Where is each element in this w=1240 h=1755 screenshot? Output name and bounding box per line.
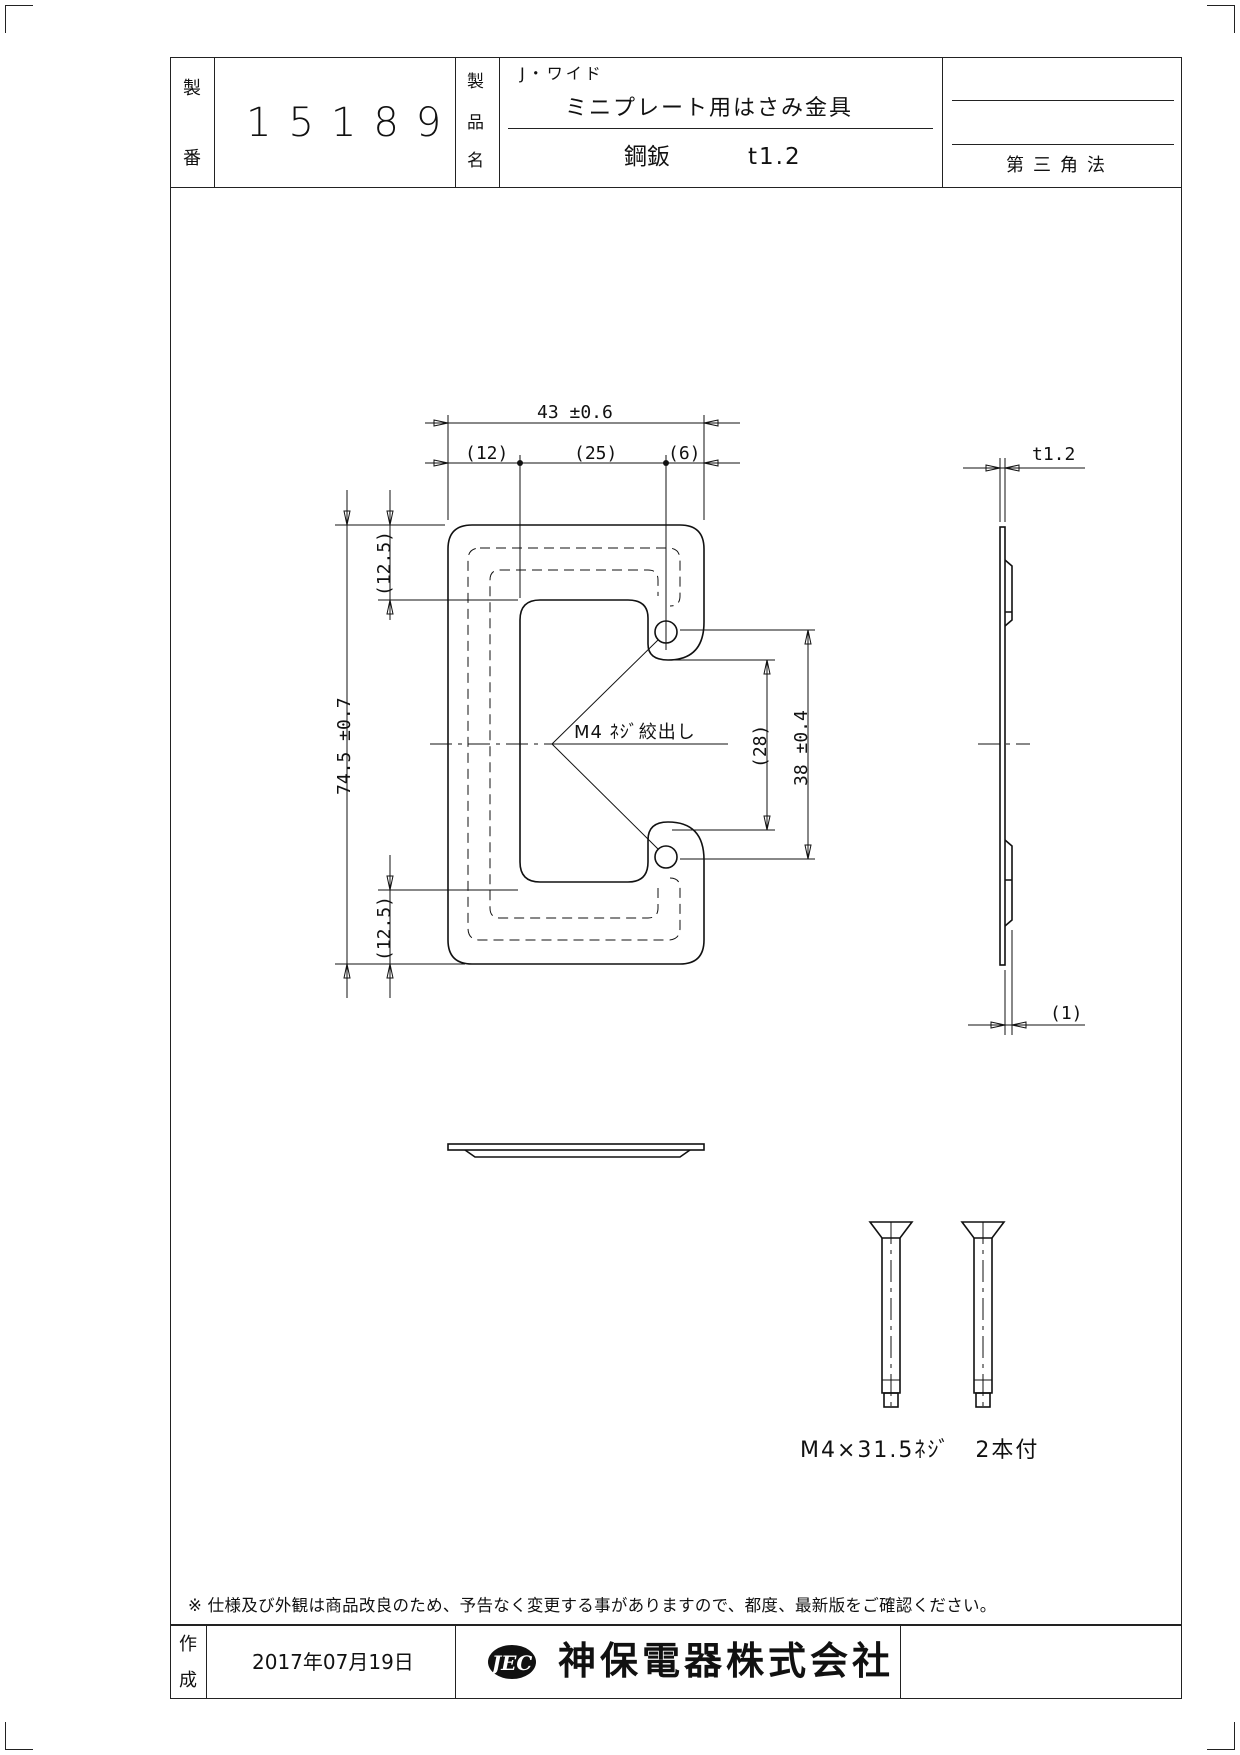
dim-offset-top-arrow-b <box>386 599 394 615</box>
made-label-2: 成 <box>179 1670 197 1691</box>
dim-seg-dot-1 <box>517 460 523 466</box>
bottom-view-emboss <box>464 1149 691 1158</box>
footer-divider-3 <box>900 1624 901 1699</box>
dim-height-arrow-t <box>343 510 351 526</box>
dim-side-1-arrow-l <box>990 1021 1006 1029</box>
leader-to-upper-hole <box>551 639 659 745</box>
seiban-label-bottom: 番 <box>183 148 201 169</box>
dim-height-arrow-b <box>343 963 351 979</box>
dim-side-offset: (1) <box>1050 1003 1083 1024</box>
dim-seg-left: (12) <box>465 443 509 464</box>
thickness: t1.2 <box>748 144 802 170</box>
dim-pitch-arrow-t <box>804 629 812 645</box>
crop-mark-br-v <box>1234 1722 1235 1750</box>
crop-mark-br-h <box>1207 1749 1235 1750</box>
title-divider-2 <box>455 57 456 188</box>
leader-to-lower-hole <box>551 743 659 850</box>
crop-mark-tl-h <box>5 5 33 6</box>
company-logo: JEC <box>488 1645 536 1679</box>
bend-line-inner <box>489 569 659 919</box>
dim-seg-arrow-l <box>433 459 449 467</box>
crop-mark-bl-v <box>5 1722 6 1750</box>
part-number: 15189 <box>246 100 459 146</box>
screw-caption: M4×31.5ﾈｼﾞ 2本付 <box>800 1438 1040 1463</box>
dim-side-1-arrow-r <box>1011 1021 1027 1029</box>
footer-top-border <box>170 1624 1182 1626</box>
dim-side-t-arrow-l <box>985 464 1001 472</box>
dim-offset-bot-arrow-t <box>386 875 394 891</box>
dim-side-thickness: t1.2 <box>1032 444 1076 465</box>
dim-hole-pitch: 38 ±0.4 <box>791 710 812 786</box>
dim-top-offset: (12.5) <box>374 530 395 596</box>
screw-2 <box>960 1221 1006 1410</box>
dim-bottom-offset: (12.5) <box>374 895 395 961</box>
company-name: 神保電器株式会社 <box>558 1639 895 1683</box>
svg-text:JEC: JEC <box>488 1651 533 1675</box>
dim-side-t-arrow-r <box>1004 464 1020 472</box>
dim-offset-bot-arrow-b <box>386 963 394 979</box>
seiban-label-top: 製 <box>183 78 201 99</box>
dim-seg-arrow-r <box>703 459 719 467</box>
dim-offset-top-arrow-t <box>386 510 394 526</box>
title-block <box>170 57 1182 188</box>
drawing-frame <box>170 57 1182 1699</box>
title-divider-3 <box>499 57 500 188</box>
material: 鋼鈑 <box>624 144 670 170</box>
dim-hole-pitch-ref: (28) <box>750 724 771 768</box>
footer-divider-2 <box>455 1624 456 1699</box>
title-divider-4 <box>942 57 943 188</box>
dim-seg-mid: (25) <box>574 443 618 464</box>
dim-width-arrow-r <box>703 419 719 427</box>
dim-seg-right: (6) <box>668 443 701 464</box>
plate-outer-profile <box>447 524 705 965</box>
crop-mark-tr-v <box>1234 5 1235 33</box>
disclaimer: ※ 仕様及び外観は商品改良のため、予告なく変更する事がありますので、都度、最新版… <box>188 1596 997 1615</box>
title-divider-1 <box>214 57 215 188</box>
revision-line-2 <box>952 144 1174 145</box>
product-name: ミニプレート用はさみ金具 <box>565 96 854 121</box>
footer-divider-1 <box>206 1624 207 1699</box>
bend-line-outer <box>467 547 681 941</box>
dim-ref-arrow-t <box>763 659 771 675</box>
side-view-plate <box>999 526 1006 966</box>
dim-pitch-arrow-b <box>804 844 812 860</box>
side-view-emboss <box>1004 559 1013 927</box>
creation-date: 2017年07月19日 <box>252 1650 414 1674</box>
product-label-2: 品 <box>467 113 484 133</box>
product-name-underline <box>508 128 933 129</box>
product-series: J・ワイド <box>520 64 604 83</box>
projection-method: 第三角法 <box>1006 155 1114 176</box>
lower-hole <box>654 845 678 869</box>
product-label-3: 名 <box>467 151 484 171</box>
revision-line-1 <box>952 100 1174 101</box>
crop-mark-tr-h <box>1207 5 1235 6</box>
dim-width-arrow-l <box>433 419 449 427</box>
screw-1 <box>868 1221 914 1410</box>
dim-width-total: 43 ±0.6 <box>537 402 613 423</box>
crop-mark-bl-h <box>5 1749 33 1750</box>
dim-height-total: 74.5 ±0.7 <box>334 697 355 795</box>
made-label-1: 作 <box>179 1634 197 1655</box>
dim-seg-dot-2 <box>663 460 669 466</box>
crop-mark-tl-v <box>5 5 6 33</box>
hole-note: M4 ﾈｼﾞ絞出し <box>574 722 696 743</box>
bottom-view-plate <box>447 1143 705 1151</box>
dim-ref-arrow-b <box>763 815 771 831</box>
product-label-1: 製 <box>467 72 484 92</box>
